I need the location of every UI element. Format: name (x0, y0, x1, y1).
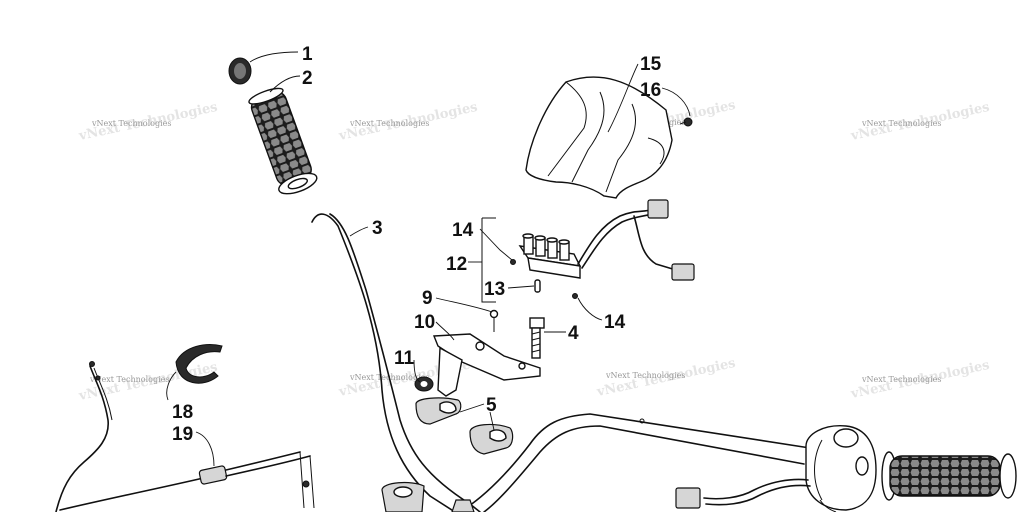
part-grip-end-cap (228, 57, 252, 85)
watermark: vNext Technologies (861, 119, 941, 128)
watermark: vNext Technologies (861, 375, 941, 384)
part-handlebar (311, 213, 811, 512)
part-screw-9 (489, 309, 499, 332)
callout-9: 9 (422, 288, 433, 309)
callout-3: 3 (372, 218, 383, 239)
callout-16: 16 (640, 80, 661, 101)
part-small-screws (510, 259, 578, 299)
callout-4: 4 (568, 323, 579, 344)
part-windscreen (525, 76, 673, 199)
group-bracket-12 (481, 217, 496, 303)
callout-12: 12 (446, 254, 467, 275)
watermark: vNext Technologies (91, 119, 171, 128)
part-bolt-4 (529, 317, 545, 359)
part-clamps (415, 397, 514, 455)
watermark: vNext Technologies (349, 119, 429, 128)
part-visor-screw (679, 117, 693, 127)
watermark: vNext Technologies (89, 375, 169, 384)
part-left-grip (248, 87, 318, 195)
callout-1: 1 (302, 44, 313, 65)
part-riser-clamps (381, 481, 475, 512)
part-washer-11 (414, 376, 434, 392)
watermark: vNext Technologies (605, 371, 685, 380)
callout-10: 10 (414, 312, 435, 333)
callout-14-bottom: 14 (604, 312, 626, 333)
callout-19: 19 (172, 424, 193, 445)
callout-2: 2 (302, 68, 313, 89)
callout-11: 11 (394, 348, 415, 369)
callout-5: 5 (486, 395, 497, 416)
callout-18: 18 (172, 402, 193, 423)
leader-lines (166, 51, 691, 467)
part-cable (55, 361, 315, 512)
part-strap (175, 344, 223, 384)
callout-14-top: 14 (452, 220, 474, 241)
part-switch-assembly (518, 199, 695, 281)
callout-13: 13 (484, 279, 505, 300)
callout-15: 15 (640, 54, 662, 75)
callout-labels: 1 2 3 4 5 9 10 11 12 13 14 14 15 16 18 1… (172, 44, 662, 445)
part-mount-plate (432, 333, 541, 397)
part-right-grip (881, 451, 1017, 501)
part-right-harness (675, 478, 837, 512)
part-throttle-housing (805, 425, 877, 511)
